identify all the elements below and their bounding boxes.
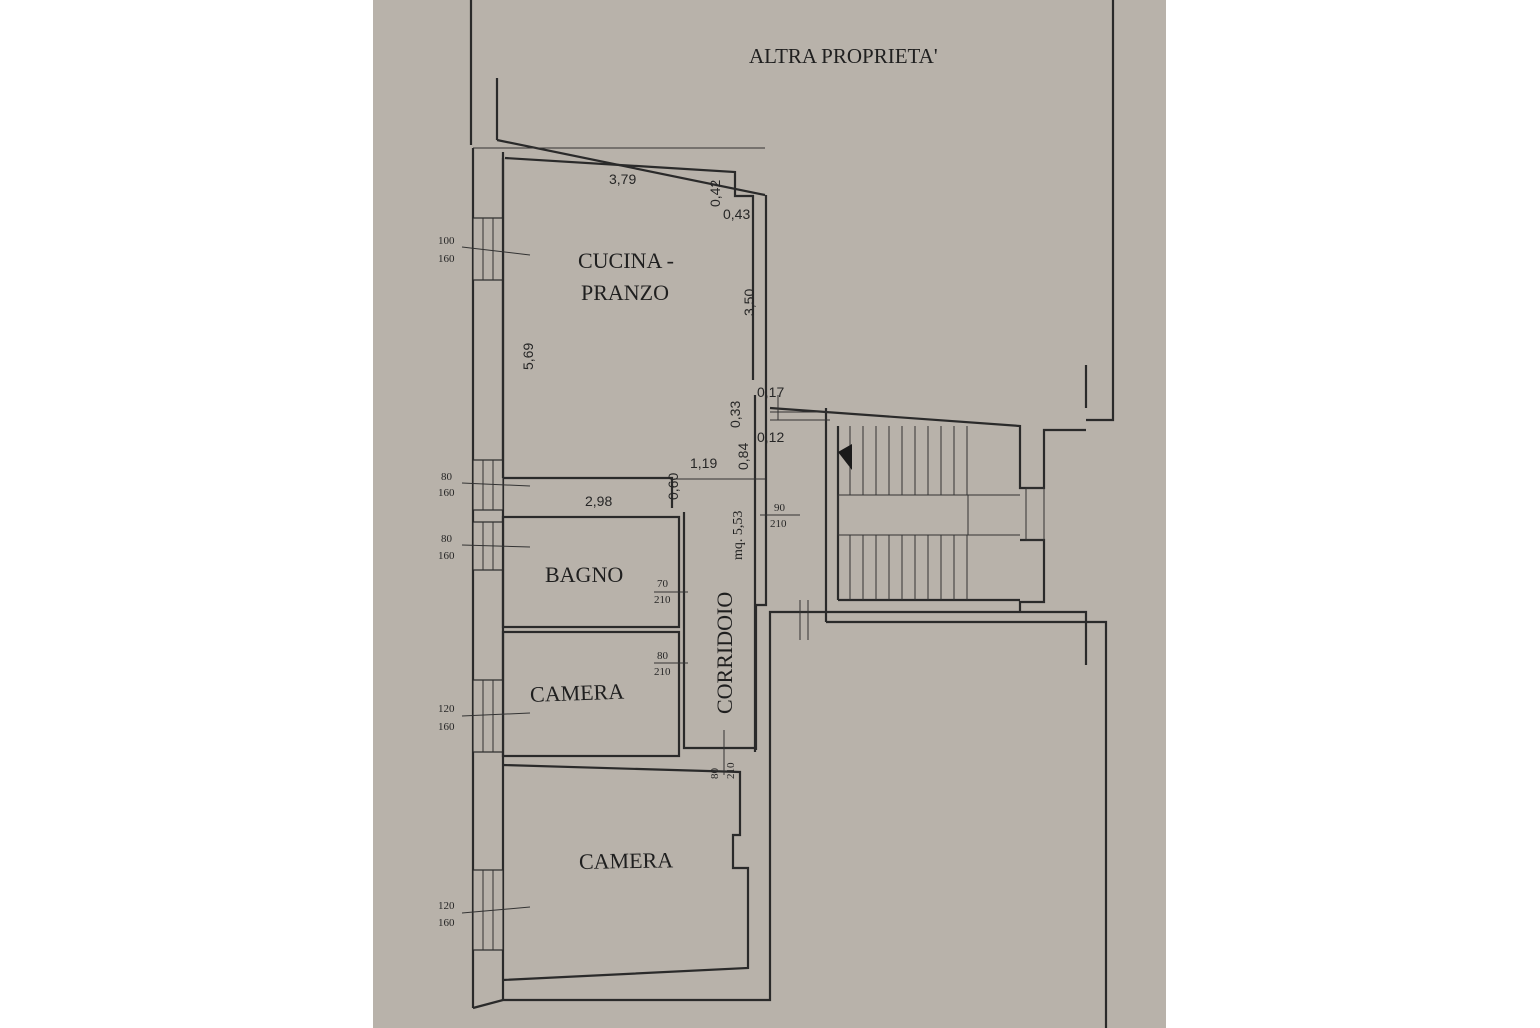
corridor-walls: [682, 395, 768, 752]
dim-passage-depth: 0,60: [665, 473, 681, 500]
bedroom-small-walls: [501, 630, 681, 758]
leader-lines: [461, 246, 800, 914]
dim-kitchen-bottom: 2,98: [585, 493, 612, 509]
dim-kitchen-left: 5,69: [520, 343, 536, 370]
win-bed2-height: 160: [438, 917, 455, 929]
door-bath-height: 210: [654, 594, 671, 606]
door-bed2-height: 210: [725, 762, 737, 779]
win-bed1-height: 160: [438, 721, 455, 733]
kitchen-room-walls: [501, 156, 768, 508]
win-kitchen2-height: 160: [438, 487, 455, 499]
win-bed1-width: 120: [438, 703, 455, 715]
dim-wall-c: 0,17: [757, 384, 784, 400]
door-entry-height: 210: [770, 518, 787, 530]
win-bath-height: 160: [438, 550, 455, 562]
door-bed2-width: 80: [709, 768, 721, 780]
window-bedroom-small: [472, 679, 504, 753]
bedroom-small-label: CAMERA: [530, 679, 625, 707]
win-kitchen2-width: 80: [441, 471, 453, 483]
dim-wall-d: 0,12: [757, 429, 784, 445]
win-kitchen-width: 100: [438, 235, 455, 247]
stair-direction-arrow-icon: [838, 444, 852, 470]
dim-niche-a: 0,42: [707, 180, 723, 207]
bedroom-large-walls: [502, 763, 750, 982]
dim-kitchen-top: 3,79: [609, 171, 636, 187]
neighbor-property-label: ALTRA PROPRIETA': [749, 44, 938, 68]
corridor-area-label: mq. 5,53: [731, 511, 746, 560]
bathroom-label: BAGNO: [545, 562, 623, 587]
bottom-boundary: [472, 610, 1108, 1028]
bedroom-large-label: CAMERA: [579, 847, 674, 874]
door-bed1-height: 210: [654, 666, 671, 678]
win-bed2-width: 120: [438, 900, 455, 912]
dim-kitchen-right: 3,50: [741, 289, 757, 316]
win-bath-width: 80: [441, 533, 453, 545]
window-kitchen-2: [472, 459, 504, 511]
staircase: [769, 395, 1086, 640]
kitchen-label-line2: PRANZO: [581, 280, 669, 305]
dim-wall-a: 0,33: [727, 401, 743, 428]
kitchen-label-line1: CUCINA -: [578, 248, 674, 273]
door-entry-width: 90: [774, 502, 786, 514]
bathroom-walls: [501, 515, 681, 629]
door-bath-width: 70: [657, 578, 669, 590]
door-bed1-width: 80: [657, 650, 669, 662]
win-kitchen-height: 160: [438, 253, 455, 265]
dim-passage-width: 1,19: [690, 455, 717, 471]
dim-niche-b: 0,43: [723, 206, 750, 222]
corridor-label: CORRIDOIO: [712, 592, 737, 714]
neighbor-property-outline: [469, 0, 1115, 422]
dim-wall-b: 0,84: [735, 443, 751, 470]
